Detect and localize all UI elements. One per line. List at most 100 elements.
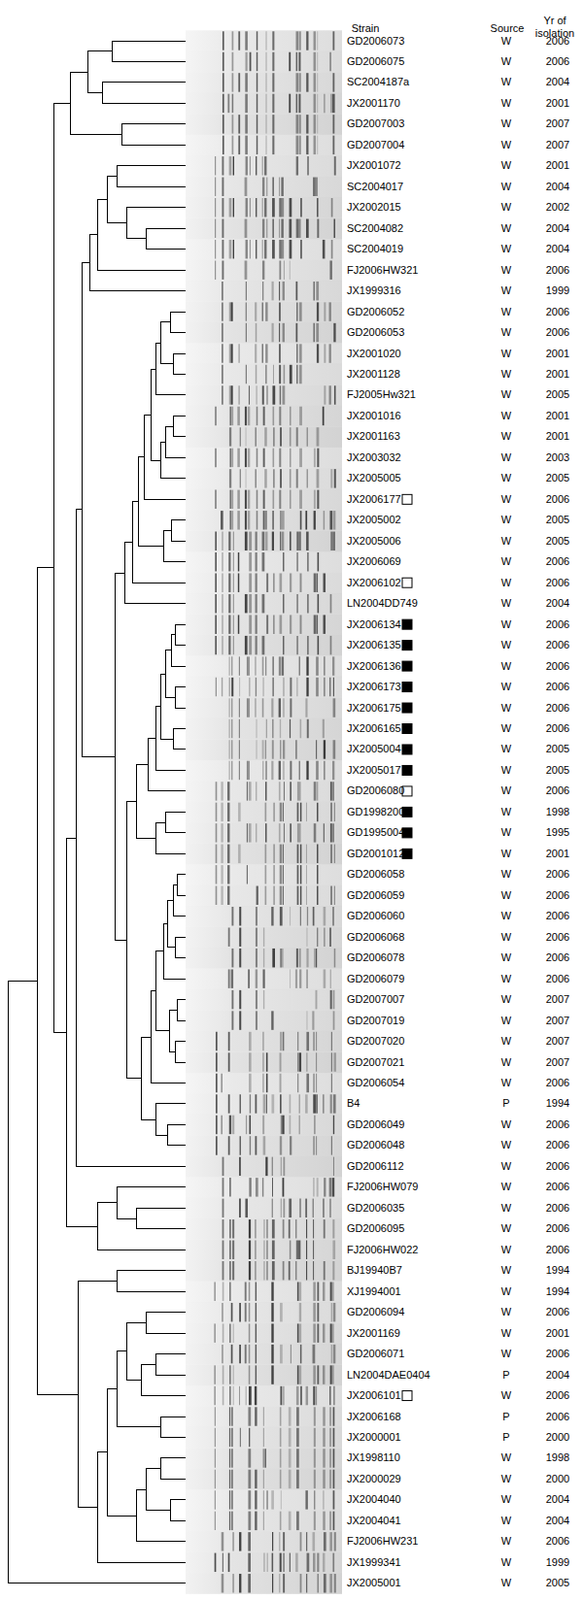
gel-band <box>255 991 258 1010</box>
gel-band <box>232 136 235 155</box>
strain-name: LN2004DAE0404 <box>346 1370 431 1383</box>
gel-band <box>272 114 275 134</box>
tree-branch <box>163 530 172 532</box>
gel-band <box>254 343 257 363</box>
gel-band <box>307 552 309 572</box>
gel-band <box>222 114 225 134</box>
gel-band <box>279 1053 282 1072</box>
gel-band <box>296 1241 299 1261</box>
gel-lane <box>185 614 343 636</box>
gel-band <box>313 52 316 71</box>
isolation-year: 2005 <box>546 535 570 549</box>
source-code: W <box>501 826 512 840</box>
gel-band <box>314 177 318 197</box>
isolation-year: 2006 <box>546 1306 570 1320</box>
gel-band <box>333 1303 337 1323</box>
gel-band <box>232 114 235 134</box>
gel-band <box>299 490 303 510</box>
isolation-year: 2007 <box>546 1057 570 1070</box>
gel-band <box>282 636 284 655</box>
gel-band <box>273 407 275 426</box>
gel-band <box>272 1241 275 1261</box>
gel-band <box>233 240 235 259</box>
gel-band <box>330 1429 332 1448</box>
gel-lane <box>185 239 343 261</box>
isolation-year: 2003 <box>546 451 570 465</box>
gel-band <box>316 927 318 947</box>
gel-band <box>333 1491 336 1510</box>
strain-name: JX2003032 <box>346 451 402 465</box>
gel-band <box>307 636 309 655</box>
source-code: W <box>501 577 512 590</box>
gel-band <box>296 1387 300 1407</box>
strain-name: JX2006136 <box>346 660 402 674</box>
gel-band <box>239 1345 241 1365</box>
tree-branch <box>172 728 186 730</box>
gel-band <box>279 887 283 906</box>
gel-band <box>222 94 225 113</box>
gel-band <box>239 1200 241 1219</box>
gel-band <box>323 656 326 676</box>
strain-name: JX2005005 <box>346 472 402 485</box>
gel-band <box>228 636 231 655</box>
gel-band <box>297 1282 300 1302</box>
gel-band <box>283 823 285 843</box>
gel-band <box>296 302 298 321</box>
strain-name: FJ2006HW079 <box>346 1181 418 1194</box>
gel-band <box>273 490 275 510</box>
gel-band <box>288 94 291 113</box>
isolation-year: 2001 <box>546 430 570 444</box>
isolation-year: 2006 <box>546 785 570 797</box>
tree-branch <box>114 940 127 942</box>
gel-band <box>264 427 267 446</box>
gel-band <box>245 240 248 259</box>
gel-band <box>244 490 247 510</box>
tree-branch <box>53 102 70 104</box>
gel-band <box>323 823 325 843</box>
source-code: W <box>501 514 512 526</box>
gel-band <box>312 1345 316 1365</box>
strain-name: JX2006177 <box>346 493 402 507</box>
gel-band <box>296 218 299 238</box>
gel-band <box>316 136 318 155</box>
tree-branch <box>145 1510 171 1512</box>
gel-band <box>297 1053 299 1072</box>
gel-band <box>298 218 302 238</box>
gel-band <box>312 1554 316 1574</box>
gel-band <box>334 949 337 968</box>
tree-branch <box>69 134 122 136</box>
gel-band <box>282 1158 285 1177</box>
gel-band <box>282 1220 285 1239</box>
gel-lane <box>185 906 343 928</box>
source-code: W <box>501 868 512 882</box>
gel-band <box>229 1178 231 1198</box>
gel-band <box>333 740 337 759</box>
source-code: W <box>501 1265 512 1277</box>
gel-band <box>279 740 281 759</box>
gel-band <box>333 1407 336 1427</box>
gel-band <box>220 803 223 823</box>
tree-branch <box>116 1292 186 1294</box>
gel-band <box>280 1200 282 1219</box>
source-code: W <box>501 410 512 422</box>
gel-band <box>279 469 282 488</box>
gel-band <box>333 1011 336 1030</box>
gel-band <box>300 198 303 217</box>
gel-band <box>312 1220 314 1239</box>
tree-branch <box>174 645 186 647</box>
gel-lane <box>185 1010 343 1032</box>
gel-band <box>244 1303 247 1323</box>
gel-band <box>330 803 333 823</box>
gel-band <box>272 94 275 113</box>
strain-name: JX2001163 <box>346 430 401 444</box>
strain-name: FJ2005Hw321 <box>346 388 416 401</box>
gel-band <box>256 72 258 92</box>
gel-band <box>333 1449 336 1469</box>
source-code: W <box>501 284 512 298</box>
gel-band <box>299 302 303 321</box>
gel-band <box>272 136 275 155</box>
gel-band <box>229 1387 231 1407</box>
gel-band <box>255 469 257 488</box>
gel-band <box>262 218 265 238</box>
gel-band <box>306 656 309 676</box>
